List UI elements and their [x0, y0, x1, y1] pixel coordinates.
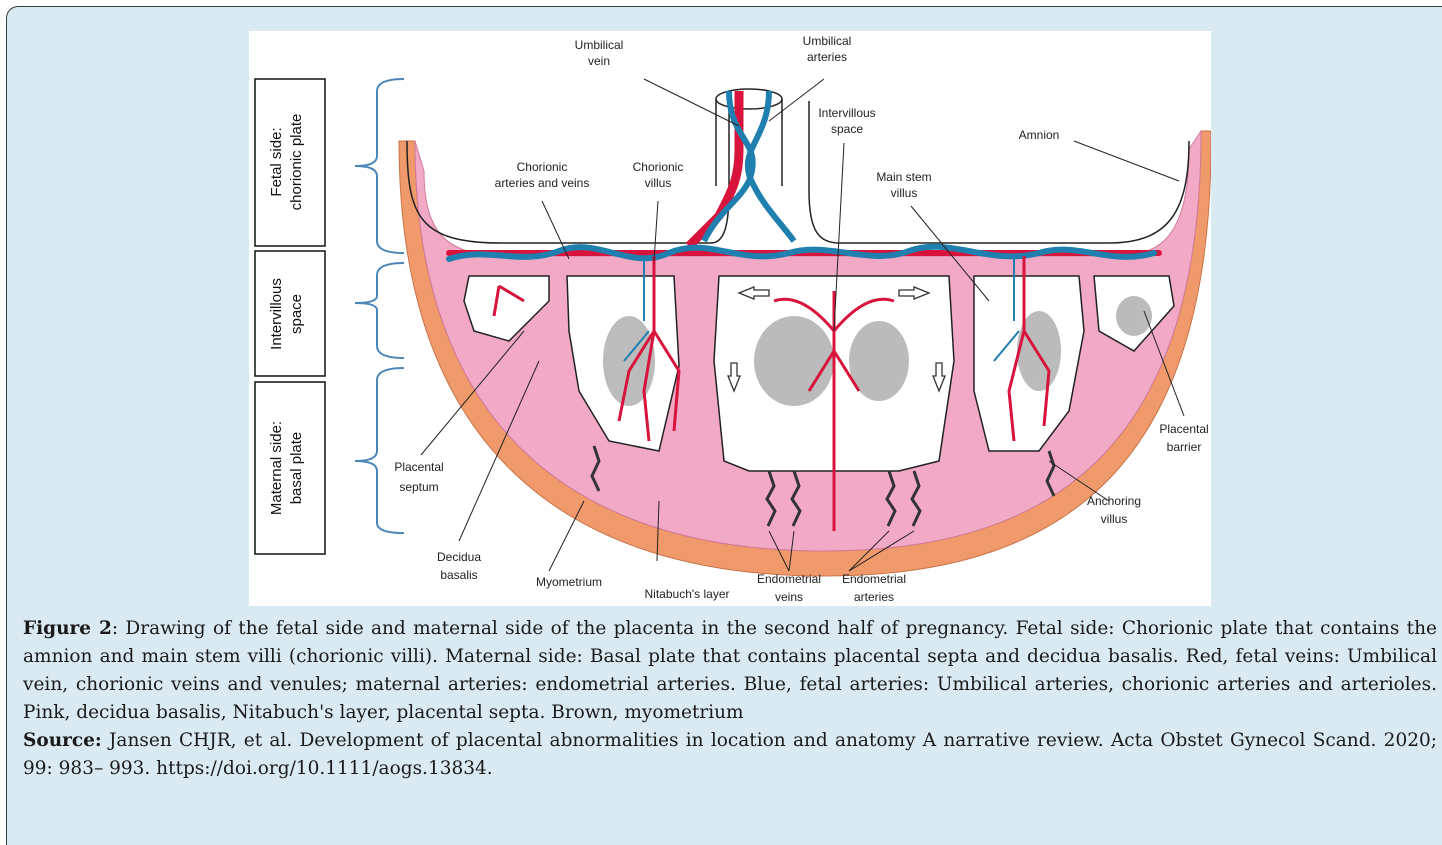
- label-intervillous-space-1: Intervillous: [818, 106, 875, 120]
- placenta-diagram-svg: Fetal side: chorionic plate Intervillous…: [249, 31, 1211, 606]
- label-umbilical-vein-2: vein: [588, 54, 610, 68]
- caption-paragraph: Figure 2: Drawing of the fetal side and …: [23, 615, 1437, 727]
- label-placental-barrier-1: Placental: [1159, 422, 1208, 436]
- bracket-maternal: [355, 368, 404, 533]
- label-chorionic-av-1: Chorionic: [517, 160, 568, 174]
- bracket-fetal: [355, 79, 404, 253]
- label-decidua-basalis-1: Decidua: [437, 550, 481, 564]
- fetal-side-label-1: Fetal side:: [268, 127, 285, 196]
- label-placental-septum-1: Placental: [394, 460, 443, 474]
- label-placental-septum-2: septum: [399, 480, 438, 494]
- label-endometrial-veins-1: Endometrial: [757, 572, 821, 586]
- intervillous-label-2: space: [288, 294, 305, 334]
- label-umbilical-vein-1: Umbilical: [575, 38, 624, 52]
- label-myometrium: Myometrium: [536, 575, 602, 589]
- source-citation: Jansen CHJR, et al. Development of place…: [23, 730, 1437, 779]
- label-endometrial-veins-2: veins: [775, 590, 803, 604]
- maternal-side-label-2: basal plate: [288, 432, 305, 505]
- label-amnion: Amnion: [1019, 128, 1060, 142]
- umbilical-cord: [689, 89, 794, 246]
- intervillous-label-1: Intervillous: [268, 278, 285, 350]
- label-main-stem-villus-1: Main stem: [876, 170, 931, 184]
- fetal-side-label-2: chorionic plate: [288, 114, 305, 211]
- label-umbilical-arteries-2: arteries: [807, 50, 847, 64]
- figure-caption: Figure 2: Drawing of the fetal side and …: [23, 615, 1437, 783]
- label-endometrial-arteries-1: Endometrial: [842, 572, 906, 586]
- label-anchoring-villus-1: Anchoring: [1087, 494, 1141, 508]
- label-umbilical-arteries-1: Umbilical: [803, 34, 852, 48]
- label-main-stem-villus-2: villus: [891, 186, 918, 200]
- figure-description: : Drawing of the fetal side and maternal…: [23, 618, 1437, 723]
- label-placental-barrier-2: barrier: [1167, 440, 1202, 454]
- placenta-diagram: Fetal side: chorionic plate Intervillous…: [249, 31, 1211, 606]
- figure-label: Figure 2: [23, 618, 112, 639]
- source-label: Source:: [23, 730, 102, 751]
- label-endometrial-arteries-2: arteries: [854, 590, 894, 604]
- label-nitabuchs-layer: Nitabuch's layer: [645, 587, 730, 601]
- maternal-side-label-1: Maternal side:: [268, 421, 285, 515]
- source-paragraph: Source: Jansen CHJR, et al. Development …: [23, 727, 1437, 783]
- label-intervillous-space-2: space: [831, 122, 863, 136]
- label-anchoring-villus-2: villus: [1101, 512, 1128, 526]
- figure-panel: Fetal side: chorionic plate Intervillous…: [6, 6, 1442, 845]
- label-chorionic-av-2: arteries and veins: [495, 176, 590, 190]
- label-chorionic-villus-2: villus: [645, 176, 672, 190]
- label-decidua-basalis-2: basalis: [440, 568, 477, 582]
- side-label-boxes: Fetal side: chorionic plate Intervillous…: [255, 79, 325, 554]
- bracket-intervillous: [355, 263, 404, 358]
- label-chorionic-villus-1: Chorionic: [633, 160, 684, 174]
